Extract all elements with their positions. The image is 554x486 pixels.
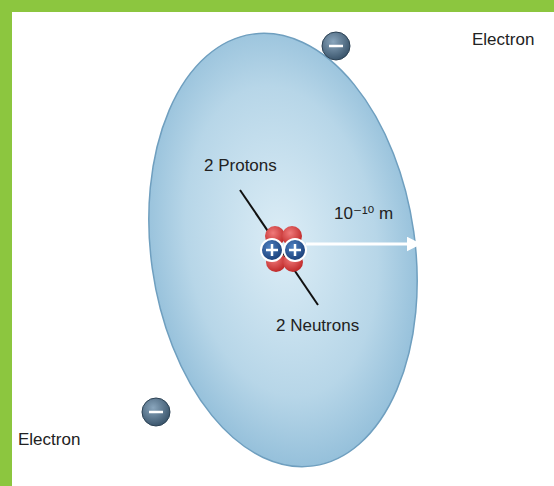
- part-label: 2 Protons: [204, 156, 277, 176]
- part-label: Electron: [18, 430, 80, 450]
- atom-illustration: [12, 12, 554, 486]
- part-label: 10⁻¹⁰ m: [334, 204, 393, 224]
- electron-symbol: [142, 398, 170, 426]
- radius-arrow: [306, 243, 420, 246]
- part-label: 2 Neutrons: [276, 316, 359, 336]
- electron-symbol: [322, 32, 350, 60]
- white-panel: [12, 12, 554, 486]
- electron-cloud: [122, 16, 444, 484]
- nucleus: [261, 226, 306, 272]
- leader-line: [240, 190, 318, 305]
- part-label: Electron: [472, 30, 534, 50]
